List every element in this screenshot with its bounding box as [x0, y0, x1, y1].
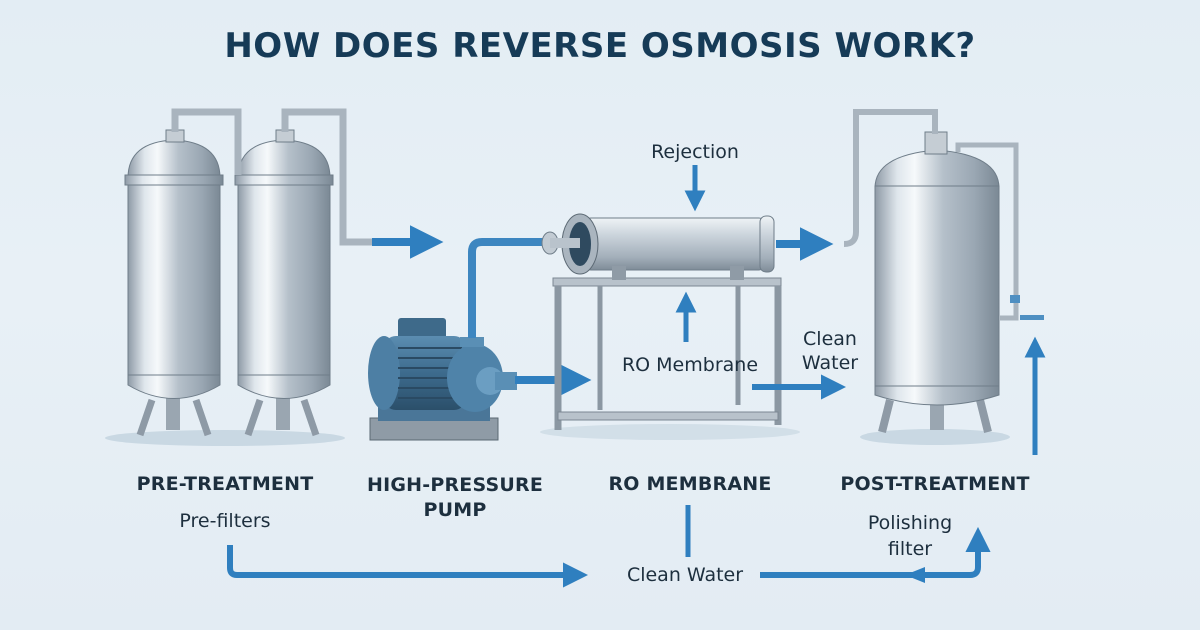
pipe: [468, 238, 545, 338]
pipe: [843, 109, 938, 247]
frame-shadow: [540, 424, 800, 440]
stage-pre-treatment-title: PRE-TREATMENT: [136, 473, 314, 495]
page-title: HOW DOES REVERSE OSMOSIS WORK?: [224, 26, 976, 66]
pipe: [281, 108, 372, 246]
polishing-line2: filter: [887, 538, 933, 560]
ro-membrane-frame: [552, 277, 782, 430]
stage-pre-treatment-sub: Pre-filters: [179, 510, 271, 532]
ro-membrane-annotation: RO Membrane: [621, 354, 759, 376]
bottom-clean-water-label: Clean Water: [626, 564, 744, 586]
high-pressure-pump: [368, 318, 517, 441]
tank-shadow: [105, 430, 345, 446]
polishing-line1: Polishing: [867, 512, 953, 534]
faucet-icon: [1020, 315, 1044, 320]
clean-water-line1: Clean: [803, 328, 857, 350]
stage-ro-membrane-title: RO MEMBRANE: [608, 473, 772, 495]
pre-filter-tank-2: [234, 129, 334, 437]
pipe: [955, 142, 1019, 321]
stage-pump-line2: PUMP: [423, 499, 487, 521]
stage-pump-line1: HIGH-PRESSURE: [366, 474, 544, 496]
pre-filter-tank-1: [124, 129, 224, 437]
ro-membrane-housing: [541, 213, 775, 280]
arrowhead-left: [905, 567, 925, 583]
clean-water-line2: Water: [801, 352, 859, 374]
stage-high-pressure-pump-title: HIGH-PRESSURE PUMP: [360, 473, 550, 523]
clean-water-annotation: Clean Water: [790, 327, 870, 375]
rejection-label: Rejection: [651, 141, 739, 163]
tank-shadow: [860, 429, 1010, 445]
bottom-flow-arrow: [227, 545, 589, 588]
post-treatment-tank: [874, 131, 1000, 433]
polishing-flow-arrow: [760, 526, 991, 578]
stage-post-treatment-title: POST-TREATMENT: [840, 473, 1030, 495]
valve: [1010, 295, 1020, 303]
stage-post-treatment-sub: Polishing filter: [830, 510, 990, 562]
pipe: [171, 108, 242, 175]
